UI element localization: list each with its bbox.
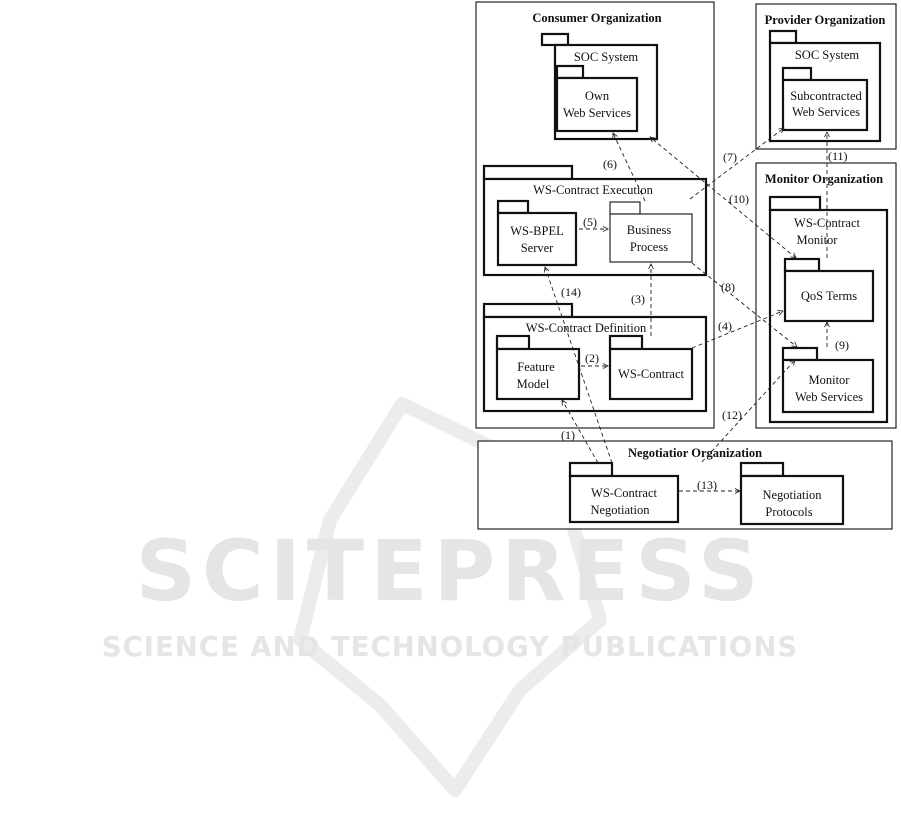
monitor-web-services-label-1: Monitor bbox=[809, 373, 851, 387]
edge-label-2: (2) bbox=[585, 351, 599, 365]
consumer-organization-title: Consumer Organization bbox=[532, 11, 661, 25]
edge-label-12: (12) bbox=[722, 408, 742, 422]
business-process-label-2: Process bbox=[630, 240, 668, 254]
own-web-services-label-1: Own bbox=[585, 89, 610, 103]
soc-system-consumer-label: SOC System bbox=[574, 50, 639, 64]
ws-contract-negotiation-label-1: WS-Contract bbox=[591, 486, 657, 500]
ws-contract-label: WS-Contract bbox=[618, 367, 684, 381]
edge-label-8: (8) bbox=[721, 280, 735, 294]
package-ws-contract: WS-Contract bbox=[608, 334, 694, 401]
subcontracted-web-services-label-1: Subcontracted bbox=[790, 89, 862, 103]
ws-contract-definition-label: WS-Contract Definition bbox=[526, 321, 647, 335]
edge-label-13: (13) bbox=[697, 478, 717, 492]
arrow-8 bbox=[691, 262, 797, 347]
package-ws-bpel-server: WS-BPEL Server bbox=[496, 199, 578, 267]
arrow-6 bbox=[613, 133, 646, 202]
feature-model-label-1: Feature bbox=[517, 360, 555, 374]
qos-terms-label: QoS Terms bbox=[801, 289, 857, 303]
edge-label-9: (9) bbox=[835, 338, 849, 352]
negotiation-protocols-label-1: Negotiation bbox=[762, 488, 822, 502]
edge-label-11: (11) bbox=[828, 149, 848, 163]
package-qos-terms: QoS Terms bbox=[783, 257, 875, 323]
edge-label-6: (6) bbox=[603, 157, 617, 171]
negotiation-organization: Negotiatior Organization WS-Contract Neg… bbox=[477, 440, 893, 530]
arrow-12 bbox=[701, 360, 795, 463]
ws-contract-execution-label: WS-Contract Execution bbox=[533, 183, 654, 197]
negotiation-organization-title: Negotiatior Organization bbox=[628, 446, 762, 460]
watermark-logo: SCITEPRESS bbox=[136, 522, 765, 620]
package-own-web-services: Own Web Services bbox=[555, 64, 639, 133]
monitor-web-services-label-2: Web Services bbox=[795, 390, 863, 404]
negotiation-protocols-label-2: Protocols bbox=[765, 505, 812, 519]
provider-organization-title: Provider Organization bbox=[765, 13, 886, 27]
ws-bpel-server-label-1: WS-BPEL bbox=[510, 224, 563, 238]
consumer-organization: Consumer Organization SOC System Own Web… bbox=[475, 1, 715, 429]
arrow-1 bbox=[562, 400, 599, 464]
package-ws-contract-monitor: WS-Contract Monitor QoS Terms Monitor We… bbox=[768, 195, 889, 424]
arrow-10 bbox=[650, 137, 796, 258]
own-web-services-label-2: Web Services bbox=[563, 106, 631, 120]
ws-bpel-server-label-2: Server bbox=[521, 241, 554, 255]
feature-model-label-2: Model bbox=[517, 377, 550, 391]
watermark-tagline: SCIENCE AND TECHNOLOGY PUBLICATIONS bbox=[102, 631, 799, 663]
soc-system-provider-label: SOC System bbox=[795, 48, 860, 62]
provider-organization: Provider Organization SOC System Subcont… bbox=[755, 3, 897, 150]
monitor-organization: Monitor Organization WS-Contract Monitor… bbox=[755, 162, 897, 429]
watermark: SCITEPRESS SCIENCE AND TECHNOLOGY PUBLIC… bbox=[102, 397, 799, 797]
edge-label-10: (10) bbox=[729, 192, 749, 206]
package-monitor-web-services: Monitor Web Services bbox=[781, 346, 875, 414]
business-process-label-1: Business bbox=[627, 223, 672, 237]
package-subcontracted-web-services: Subcontracted Web Services bbox=[781, 66, 869, 132]
edge-label-4: (4) bbox=[718, 319, 732, 333]
edge-label-3: (3) bbox=[631, 292, 645, 306]
package-ws-contract-negotiation: WS-Contract Negotiation bbox=[568, 461, 680, 524]
edge-labels: (1) (2) (3) (4) (5) (6) (7) (8) (9) (10)… bbox=[561, 149, 849, 492]
package-soc-system-consumer: SOC System Own Web Services bbox=[540, 32, 659, 141]
ws-contract-monitor-label-2: Monitor bbox=[797, 233, 839, 247]
ws-contract-negotiation-label-2: Negotiation bbox=[590, 503, 650, 517]
package-ws-contract-definition: WS-Contract Definition Feature Model WS-… bbox=[482, 302, 708, 413]
dependency-arrows bbox=[545, 128, 827, 491]
package-feature-model: Feature Model bbox=[495, 334, 581, 401]
arrow-4 bbox=[691, 311, 783, 349]
edge-label-14: (14) bbox=[561, 285, 581, 299]
edge-label-7: (7) bbox=[723, 150, 737, 164]
package-negotiation-protocols: Negotiation Protocols bbox=[739, 461, 845, 526]
edge-label-5: (5) bbox=[583, 215, 597, 229]
package-soc-system-provider: SOC System Subcontracted Web Services bbox=[768, 29, 882, 143]
edge-label-1: (1) bbox=[561, 428, 575, 442]
monitor-organization-title: Monitor Organization bbox=[765, 172, 883, 186]
subcontracted-web-services-label-2: Web Services bbox=[792, 105, 860, 119]
